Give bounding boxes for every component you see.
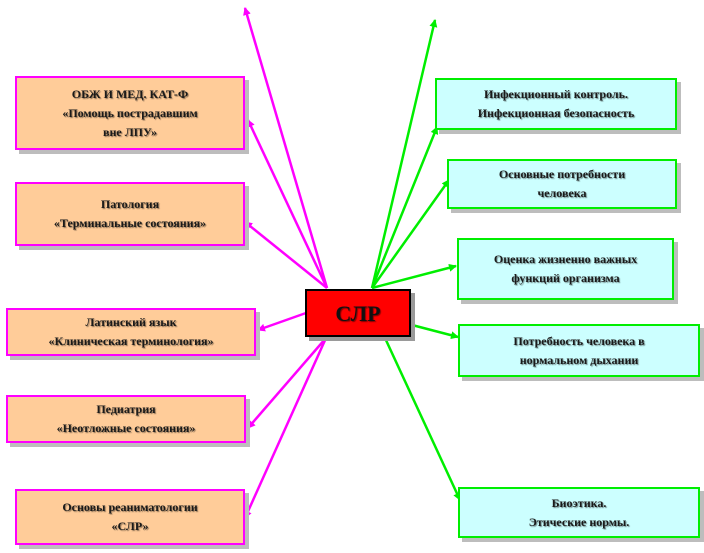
node-pathology: Патология «Терминальные состояния» xyxy=(15,182,245,246)
node-vital-functions: Оценка жизненно важных функций организма xyxy=(457,238,674,300)
arrow-to-right-1 xyxy=(370,126,439,289)
node-bioethics: Биоэтика. Этические нормы. xyxy=(458,487,700,538)
arrow-to-right-4 xyxy=(411,323,459,340)
node-basic-needs: Основные потребности человека xyxy=(447,159,677,209)
node-pediatrics: Педиатрия «Неотложные состояния» xyxy=(6,395,246,443)
arrow-to-right-3 xyxy=(371,263,457,290)
arrow-to-top-right xyxy=(370,19,438,289)
node-breathing-need: Потребность человека в нормальном дыхани… xyxy=(458,324,700,377)
arrow-to-left-1 xyxy=(246,119,329,289)
node-resuscitation: Основы реаниматологии «СЛР» xyxy=(15,489,245,545)
arrow-to-right-2 xyxy=(370,179,451,289)
node-infection-control: Инфекционный контроль. Инфекционная безо… xyxy=(435,78,677,130)
arrow-to-left-2 xyxy=(244,221,328,289)
arrow-to-top-left xyxy=(243,7,329,289)
arrow-to-left-4 xyxy=(247,337,327,429)
center-node-slr: СЛР xyxy=(305,289,411,337)
arrow-to-right-5 xyxy=(383,337,462,501)
arrow-to-left-5 xyxy=(243,337,328,519)
node-obzh: ОБЖ И МЕД. КАТ-Ф «Помощь пострадавшим вн… xyxy=(15,76,245,150)
arrow-to-left-3 xyxy=(257,311,307,332)
node-latin: Латинский язык «Клиническая терминология… xyxy=(6,308,256,356)
